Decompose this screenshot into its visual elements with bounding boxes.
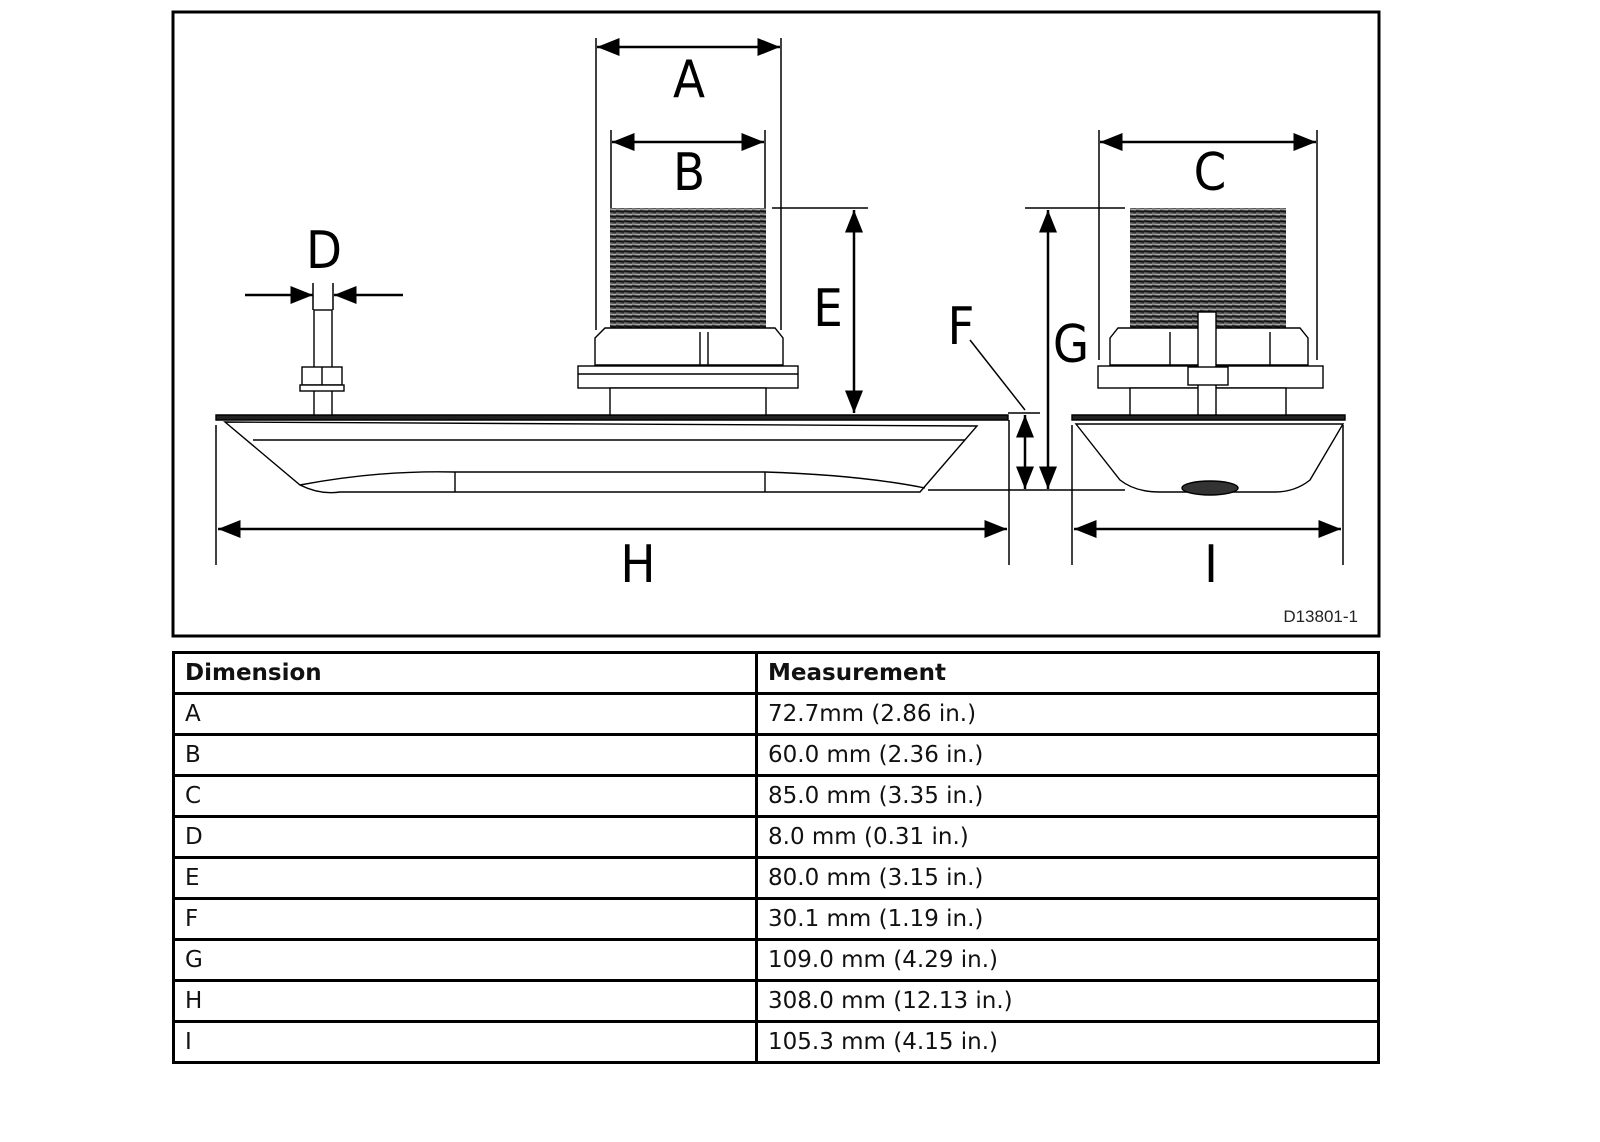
dimension-cell: C (172, 774, 758, 818)
drawing-code: D13801-1 (1283, 607, 1358, 626)
dimension-cell: B (172, 733, 758, 777)
label-a: A (673, 50, 705, 110)
dimension-cell: A (172, 692, 758, 736)
measurement-cell: 109.0 mm (4.29 in.) (755, 938, 1380, 982)
measurement-cell: 72.7mm (2.86 in.) (755, 692, 1380, 736)
side-view-transducer (215, 208, 1009, 494)
dimension-cell: F (172, 897, 758, 941)
front-view-transducer (1071, 208, 1346, 496)
dimension-cell: H (172, 979, 758, 1023)
measurement-cell: 85.0 mm (3.35 in.) (755, 774, 1380, 818)
table-header-row: Dimension Measurement (172, 651, 1380, 695)
dimension-cell: I (172, 1020, 758, 1064)
measurement-cell: 308.0 mm (12.13 in.) (755, 979, 1380, 1023)
label-e: E (813, 279, 843, 339)
label-f: F (948, 297, 975, 357)
measurement-cell: 80.0 mm (3.15 in.) (755, 856, 1380, 900)
diagram-frame (171, 10, 1381, 638)
label-i: I (1204, 535, 1218, 595)
measurement-cell: 105.3 mm (4.15 in.) (755, 1020, 1380, 1064)
label-c: C (1194, 143, 1227, 203)
dimension-lines (215, 38, 1344, 565)
measurement-cell: 8.0 mm (0.31 in.) (755, 815, 1380, 859)
measurement-cell: 30.1 mm (1.19 in.) (755, 897, 1380, 941)
label-b: B (673, 143, 705, 203)
header-dimension: Dimension (172, 651, 758, 695)
measurement-cell: 60.0 mm (2.36 in.) (755, 733, 1380, 777)
label-d: D (306, 221, 342, 281)
label-g: G (1053, 315, 1089, 375)
label-h: H (620, 535, 655, 595)
dimension-cell: G (172, 938, 758, 982)
header-measurement: Measurement (755, 651, 1380, 695)
dimension-cell: D (172, 815, 758, 859)
dimension-cell: E (172, 856, 758, 900)
